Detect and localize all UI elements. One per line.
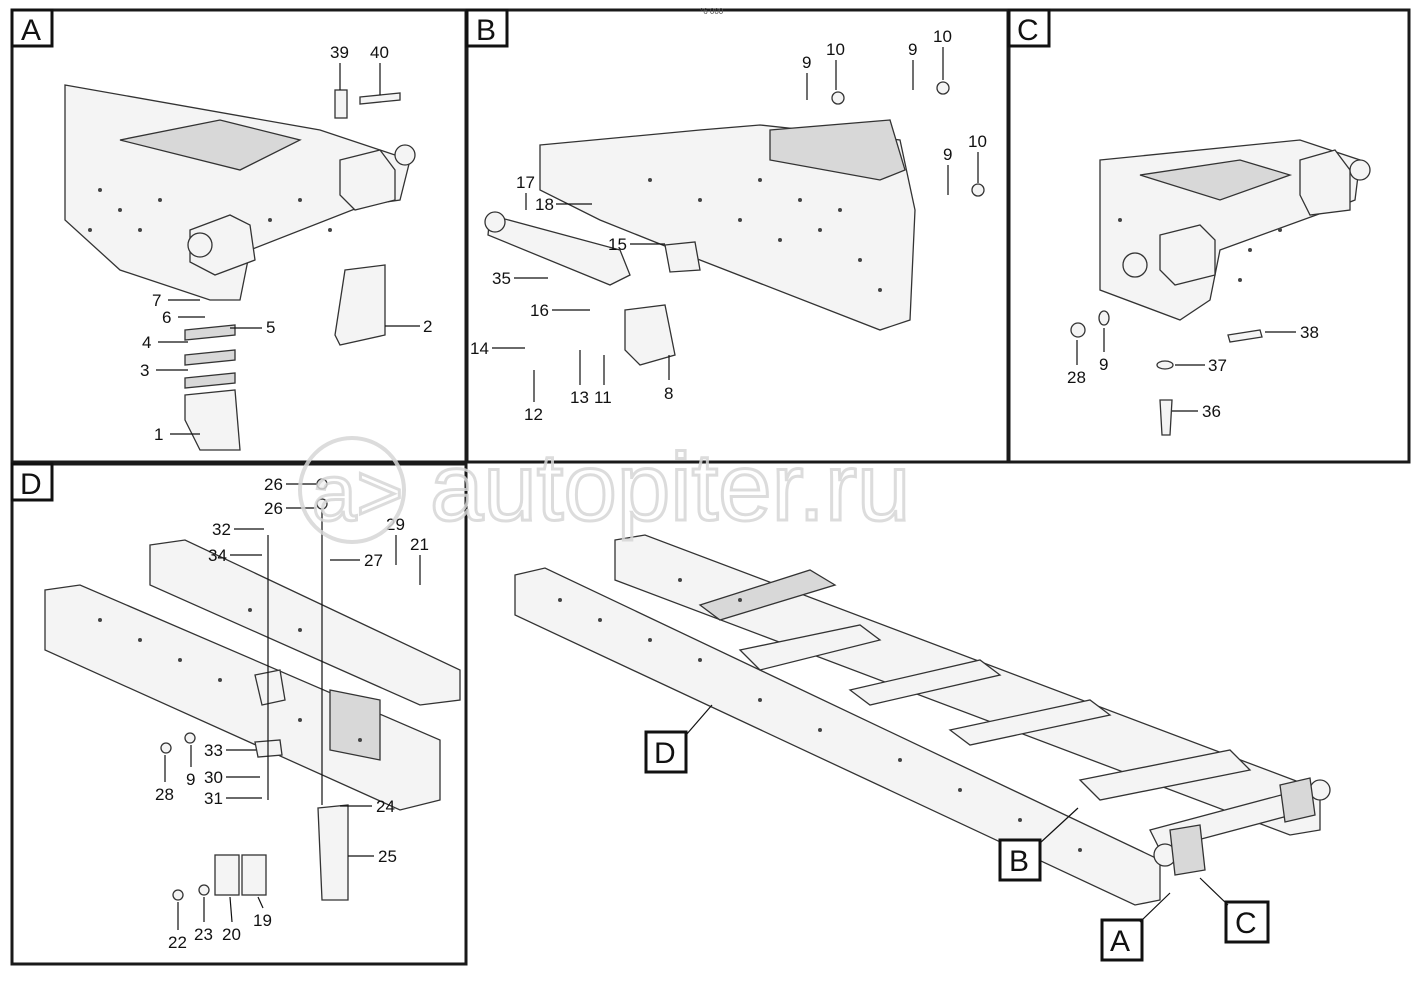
overview-callouts: D B A C — [644, 704, 1270, 962]
callout-d-31: 31 — [204, 789, 223, 808]
callout-a-5: 5 — [266, 318, 275, 337]
panel-a-badge — [10, 8, 54, 48]
callout-c-28: 28 — [1067, 368, 1086, 387]
panel-b-frame-art — [484, 81, 985, 366]
callout-b-16: 16 — [530, 301, 549, 320]
callout-b-9a: 9 — [802, 53, 811, 72]
overview-badge-b — [998, 838, 1042, 882]
callout-d-19: 19 — [253, 911, 272, 930]
callout-b-15: 15 — [608, 235, 627, 254]
panel-b-badge — [465, 8, 509, 48]
callout-d-30: 30 — [204, 768, 223, 787]
overview-label-c: C — [1235, 907, 1257, 940]
panel-b: B 9 10 9 10 17 18 15 35 — [465, 8, 987, 424]
callout-d-20: 20 — [222, 925, 241, 944]
callout-b-35: 35 — [492, 269, 511, 288]
header-note: °6 000 — [700, 7, 724, 16]
watermark: a> autopiter.ru — [298, 433, 912, 544]
panel-a-frame-art — [64, 84, 416, 451]
callout-a-4: 4 — [142, 333, 151, 352]
overview-badge-c — [1224, 900, 1270, 944]
callout-d-22: 22 — [168, 933, 187, 952]
overview-badge-a — [1100, 918, 1144, 962]
callout-a-1: 1 — [154, 425, 163, 444]
panel-d-badge — [10, 462, 54, 502]
panel-c-frame-art — [1070, 139, 1371, 436]
callout-a-7: 7 — [152, 291, 161, 310]
callout-d-26b: 26 — [264, 499, 283, 518]
callout-d-25: 25 — [378, 847, 397, 866]
callout-b-11: 11 — [594, 388, 612, 407]
callout-a-6: 6 — [162, 308, 171, 327]
callout-d-34: 34 — [208, 546, 227, 565]
callout-b-17: 17 — [516, 173, 535, 192]
overview-label-d: D — [654, 737, 676, 770]
callout-d-21: 21 — [410, 535, 429, 554]
callout-d-24: 24 — [376, 797, 395, 816]
panel-d-frame-art — [44, 478, 461, 901]
callout-c-9: 9 — [1099, 355, 1108, 374]
callout-a-39: 39 — [330, 43, 349, 62]
callout-d-23: 23 — [194, 925, 213, 944]
callout-a-40: 40 — [370, 43, 389, 62]
callout-b-9b: 9 — [908, 40, 917, 59]
callout-b-13: 13 — [570, 388, 589, 407]
callout-d-26a: 26 — [264, 475, 283, 494]
panel-b-label: B — [476, 14, 496, 47]
panel-a: A 39 40 7 6 5 — [10, 8, 432, 451]
overview-chassis — [514, 534, 1331, 906]
overview-label-b: B — [1009, 845, 1029, 878]
callout-a-3: 3 — [140, 361, 149, 380]
callout-b-14: 14 — [470, 339, 489, 358]
callout-b-18: 18 — [535, 195, 554, 214]
callout-c-37: 37 — [1208, 356, 1227, 375]
watermark-logo-ring — [298, 436, 406, 544]
callout-c-38: 38 — [1300, 323, 1319, 342]
watermark-logo-glyph: a> — [312, 448, 403, 537]
callout-d-28: 28 — [155, 785, 174, 804]
panel-a-label: A — [21, 14, 41, 47]
callout-d-32: 32 — [212, 520, 231, 539]
callout-c-36: 36 — [1202, 402, 1221, 421]
panel-c-badge — [1007, 8, 1051, 48]
panel-c-label: C — [1017, 14, 1039, 47]
callout-b-12: 12 — [524, 405, 543, 424]
callout-a-2: 2 — [423, 317, 432, 336]
callout-b-10a: 10 — [826, 40, 845, 59]
callout-b-10c: 10 — [968, 132, 987, 151]
callout-b-8: 8 — [664, 384, 673, 403]
callout-b-9c: 9 — [943, 145, 952, 164]
panel-d-label: D — [20, 468, 42, 501]
callout-b-10b: 10 — [933, 27, 952, 46]
overview-badge-d — [644, 730, 688, 774]
callout-d-33: 33 — [204, 741, 223, 760]
overview-label-a: A — [1110, 925, 1130, 958]
callout-d-29: 29 — [386, 515, 405, 534]
callout-d-9: 9 — [186, 770, 195, 789]
panel-c: C 28 9 37 38 36 — [1007, 8, 1371, 436]
callout-d-27: 27 — [364, 551, 383, 570]
watermark-text: autopiter.ru — [430, 434, 910, 541]
panel-d: D 26 26 32 34 — [10, 462, 461, 952]
